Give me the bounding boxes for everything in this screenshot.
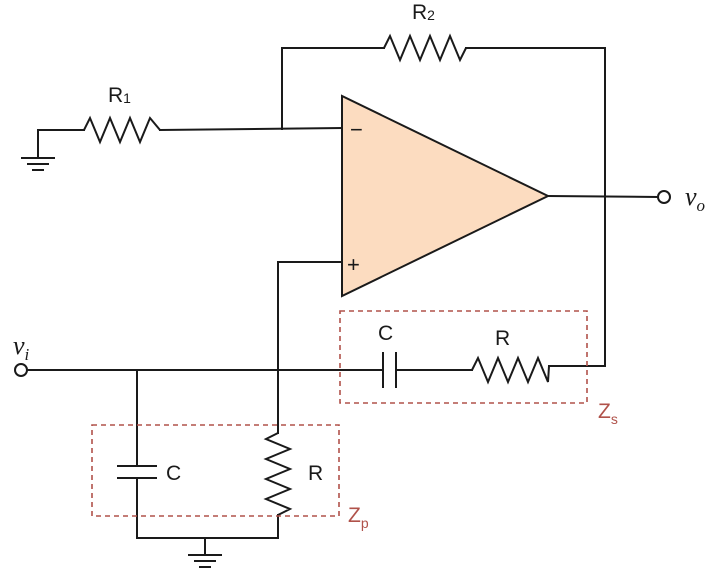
- vo-label: vo: [685, 182, 705, 215]
- capacitor-parallel: [117, 465, 157, 479]
- wire-r1-to-inverting-input: [158, 126, 344, 132]
- capacitor-series: [382, 352, 397, 388]
- noninverting-input-sign: +: [347, 252, 360, 277]
- zp-impedance-box: [91, 424, 340, 517]
- zs-impedance-box: [339, 310, 588, 404]
- resistor-series: [471, 355, 550, 385]
- opamp-triangle: [341, 94, 551, 298]
- vi-label: vi: [13, 331, 30, 364]
- resistor-r1: [83, 115, 161, 145]
- c-series-label: C: [378, 322, 393, 345]
- ground-symbol-bottom: [188, 537, 222, 568]
- ground-symbol-left: [21, 129, 85, 171]
- resistor-parallel: [263, 432, 293, 516]
- zp-label: Zp: [348, 504, 369, 531]
- wire-noninverting-input: [277, 261, 343, 434]
- inverting-input-sign: −: [350, 117, 363, 142]
- r1-label: R1: [108, 84, 131, 107]
- r-parallel-label: R: [308, 462, 323, 485]
- wire-feedback-left: [281, 47, 385, 130]
- input-terminal: [14, 363, 28, 377]
- resistor-r2: [383, 33, 467, 63]
- r2-label: R2: [412, 1, 435, 24]
- r-series-label: R: [495, 327, 510, 350]
- wire-feedback-right: [465, 47, 606, 367]
- output-terminal: [657, 190, 671, 204]
- zs-label: Zs: [598, 400, 618, 427]
- wire-output: [546, 194, 660, 199]
- c-parallel-label: C: [166, 462, 181, 485]
